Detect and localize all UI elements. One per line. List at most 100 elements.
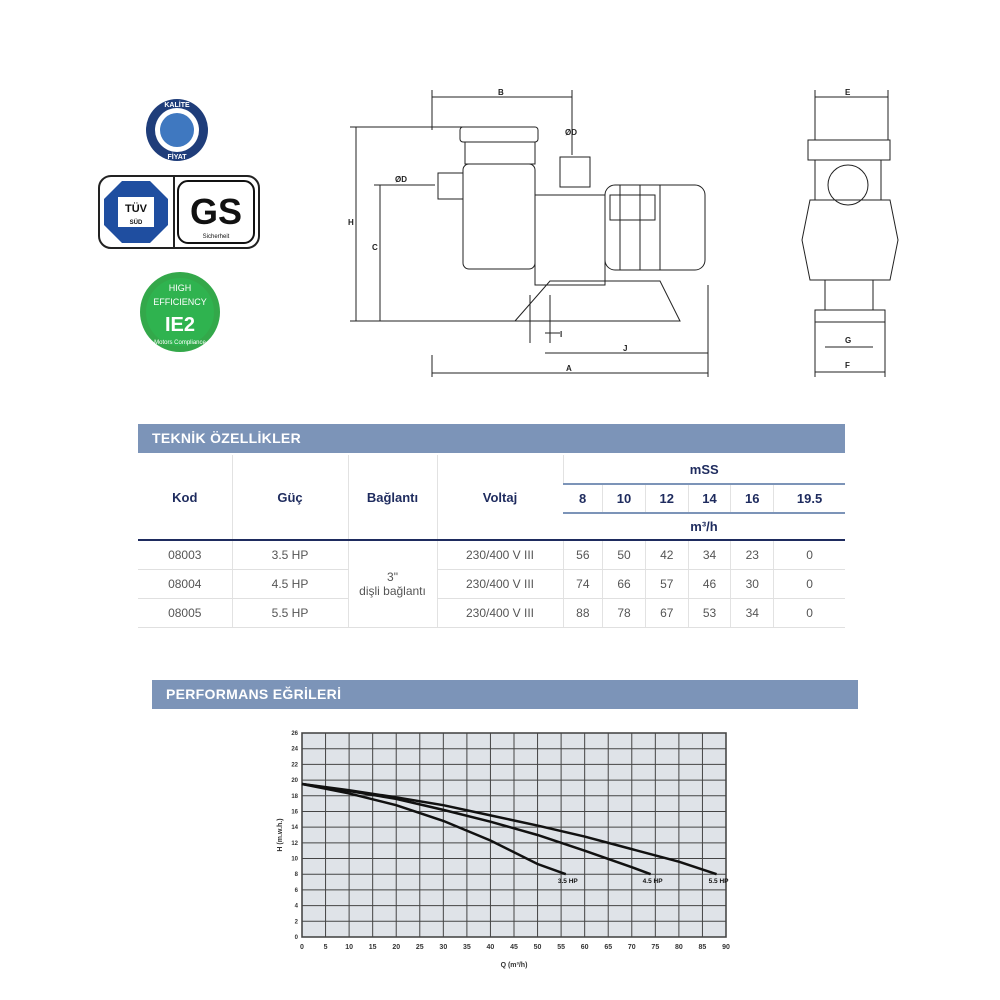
x-tick-label: 65 xyxy=(604,944,612,951)
head-3: 14 xyxy=(687,484,731,514)
svg-text:EFFICIENCY: EFFICIENCY xyxy=(153,297,207,307)
cell-voltaj: 230/400 V III xyxy=(436,540,563,570)
cell-flow: 34 xyxy=(687,540,731,570)
dim-e: E xyxy=(845,88,851,97)
cell-connection: 3"dişli bağlantı xyxy=(347,540,437,628)
cell-voltaj: 230/400 V III xyxy=(436,569,563,599)
head-4: 16 xyxy=(730,484,774,514)
ie2-efficiency-logo: HIGH EFFICIENCY IE2 Motors Compliance xyxy=(140,272,220,352)
head-5: 19.5 xyxy=(773,484,845,514)
connection-type: dişli bağlantı xyxy=(359,583,426,598)
series-line-55HP xyxy=(301,782,717,876)
svg-text:IE2: IE2 xyxy=(165,314,195,336)
y-tick-label: 6 xyxy=(295,888,299,894)
cell-kod: 08005 xyxy=(138,598,232,628)
y-tick-label: 24 xyxy=(291,747,298,753)
col-mss: mSS xyxy=(562,455,845,485)
x-tick-label: 85 xyxy=(699,944,707,951)
svg-text:Motors Compliance: Motors Compliance xyxy=(154,340,206,346)
col-baglanti: Bağlantı xyxy=(347,455,437,541)
dim-i: I xyxy=(560,330,562,339)
svg-text:HIGH: HIGH xyxy=(169,283,192,293)
y-tick-label: 22 xyxy=(291,762,298,768)
x-tick-label: 60 xyxy=(581,944,589,951)
dim-j: J xyxy=(623,344,627,353)
cell-flow: 53 xyxy=(687,598,731,628)
x-axis-label: Q (m³/h) xyxy=(501,962,528,969)
cell-flow: 88 xyxy=(562,598,603,628)
x-tick-label: 50 xyxy=(534,944,542,951)
x-tick-label: 10 xyxy=(345,944,353,951)
x-tick-label: 75 xyxy=(651,944,659,951)
x-tick-label: 45 xyxy=(510,944,518,951)
cell-kod: 08004 xyxy=(138,569,232,599)
cell-flow: 30 xyxy=(730,569,774,599)
svg-text:SÜD: SÜD xyxy=(130,219,143,226)
x-tick-label: 40 xyxy=(487,944,495,951)
specs-section-title: TEKNİK ÖZELLİKLER xyxy=(138,424,845,453)
cell-flow: 50 xyxy=(602,540,646,570)
head-0: 8 xyxy=(563,484,603,514)
dim-d-outlet: ØD xyxy=(565,128,577,137)
series-label: 3.5 HP xyxy=(558,878,579,885)
y-tick-label: 26 xyxy=(291,731,298,737)
series-line-35HP xyxy=(301,782,567,876)
y-tick-label: 0 xyxy=(295,935,299,941)
x-tick-label: 80 xyxy=(675,944,683,951)
svg-text:FİYAT: FİYAT xyxy=(167,153,187,161)
performance-section-title: PERFORMANS EĞRİLERİ xyxy=(152,680,858,709)
x-tick-label: 20 xyxy=(392,944,400,951)
cell-guc: 4.5 HP xyxy=(231,569,348,599)
x-tick-label: 90 xyxy=(722,944,730,951)
flow-unit: m³/h xyxy=(563,513,845,541)
head-1: 10 xyxy=(602,484,646,514)
x-tick-label: 30 xyxy=(439,944,447,951)
y-axis-label: H (m.w.h.) xyxy=(277,818,284,851)
cell-kod: 08003 xyxy=(138,540,232,570)
connection-size: 3" xyxy=(387,569,398,584)
col-guc: Güç xyxy=(231,455,348,541)
cell-flow: 57 xyxy=(644,569,689,599)
y-tick-label: 20 xyxy=(291,778,298,784)
svg-text:KALİTE: KALİTE xyxy=(164,101,190,109)
dim-a: A xyxy=(566,364,572,373)
cell-guc: 3.5 HP xyxy=(231,540,348,570)
col-kod: Kod xyxy=(138,455,232,541)
cell-voltaj: 230/400 V III xyxy=(436,598,563,628)
y-tick-label: 8 xyxy=(295,872,299,878)
svg-text:Sicherheit: Sicherheit xyxy=(203,234,230,240)
dim-f: F xyxy=(845,361,850,370)
tuv-gs-logo: TÜV SÜD GS Sicherheit xyxy=(98,175,260,249)
dim-g: G xyxy=(845,336,851,345)
x-tick-label: 70 xyxy=(628,944,636,951)
svg-text:GS: GS xyxy=(190,191,242,232)
y-tick-label: 12 xyxy=(291,841,298,847)
cell-flow: 0 xyxy=(773,569,845,599)
dim-c: C xyxy=(372,243,378,252)
cell-flow: 74 xyxy=(562,569,603,599)
col-voltaj: Voltaj xyxy=(436,455,563,541)
cell-flow: 23 xyxy=(730,540,774,570)
cell-flow: 66 xyxy=(602,569,646,599)
x-tick-label: 15 xyxy=(369,944,377,951)
y-tick-label: 14 xyxy=(291,825,298,831)
y-tick-label: 2 xyxy=(295,919,299,925)
series-label: 5.5 HP xyxy=(709,878,730,885)
dim-d-inlet: ØD xyxy=(395,175,407,184)
cell-guc: 5.5 HP xyxy=(231,598,348,628)
cell-flow: 46 xyxy=(687,569,731,599)
y-tick-label: 4 xyxy=(295,904,299,910)
pump-technical-drawing: B ØD ØD H C I J A E G F xyxy=(348,88,899,377)
series-label: 4.5 HP xyxy=(643,878,664,885)
x-tick-label: 55 xyxy=(557,944,565,951)
x-tick-label: 5 xyxy=(324,944,328,951)
cell-flow: 0 xyxy=(773,598,845,628)
x-tick-label: 35 xyxy=(463,944,471,951)
cell-flow: 56 xyxy=(562,540,603,570)
cell-flow: 78 xyxy=(602,598,646,628)
x-tick-label: 0 xyxy=(300,944,304,951)
